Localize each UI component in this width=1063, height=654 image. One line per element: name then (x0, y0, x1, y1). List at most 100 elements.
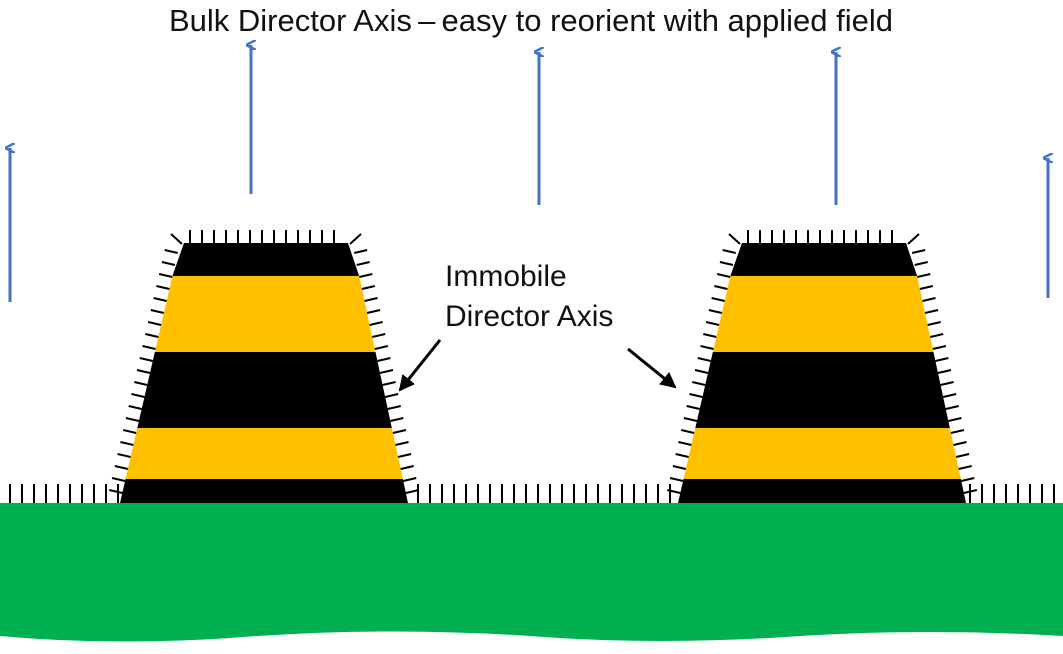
pillar-side-tick (156, 285, 170, 290)
pillar-side-tick (680, 429, 695, 434)
pillar-side-tick (667, 489, 681, 494)
pillar-side-tick (400, 465, 414, 470)
pillar-side-tick (940, 381, 954, 386)
pillar-side-tick (150, 309, 165, 314)
pillar-side-tick (937, 369, 952, 374)
pillar-side-tick (692, 381, 706, 386)
pillar-stripe-dark (120, 479, 408, 503)
pillar-side-tick (369, 321, 383, 326)
pillar-side-tick (122, 429, 137, 434)
annotation-line-immobile: Immobile (445, 260, 567, 293)
pillar-side-tick (382, 381, 396, 386)
pillar-side-tick (911, 249, 926, 254)
pillar-side-tick (131, 393, 145, 398)
pillar-side-tick (120, 441, 134, 446)
pillar-side-tick (722, 249, 736, 254)
pillar-side-tick (919, 285, 934, 290)
pillar-corner-tick (907, 233, 920, 245)
pillar-side-tick (125, 417, 140, 422)
pillar-side-tick (139, 357, 153, 362)
pillar-side-tick (703, 333, 717, 338)
pillar-stripe-dark (695, 352, 950, 428)
pillar-left (109, 230, 420, 503)
pillar-stripe-light (683, 428, 961, 479)
pillar-side-tick (708, 309, 723, 314)
pillar-side-tick (932, 345, 947, 350)
pillar-side-tick (945, 405, 959, 410)
pillar-side-tick (356, 261, 370, 266)
field-arrows (10, 45, 1048, 302)
pillar-side-tick (917, 273, 931, 278)
pillar-side-tick (961, 477, 975, 482)
pillar-side-tick (158, 273, 173, 278)
pillar-side-tick (930, 333, 944, 338)
pillar-side-tick (914, 261, 928, 266)
pillar-side-tick (111, 477, 126, 482)
pillar-side-tick (922, 297, 936, 302)
pillar-side-tick (114, 465, 129, 470)
pillar-side-tick (384, 393, 399, 398)
pillar-right (667, 230, 978, 503)
pointer-arrow-left (398, 339, 442, 392)
pillar-side-tick (714, 285, 728, 290)
pillar-side-tick (694, 369, 709, 374)
pillar-stripe-light (154, 276, 376, 352)
pillar-stripe-dark (137, 352, 392, 428)
pillar-side-tick (387, 405, 401, 410)
pillar-stripe-light (712, 276, 934, 352)
pillar-side-tick (675, 453, 689, 458)
pillar-side-tick (678, 441, 692, 446)
pointer-arrow-right (627, 347, 677, 389)
pillar-side-tick (164, 249, 178, 254)
pillar-side-tick (117, 453, 131, 458)
pillar-side-tick (719, 261, 734, 266)
pillar-side-tick (109, 489, 123, 494)
pillar-side-tick (669, 477, 684, 482)
pillar-side-tick (924, 309, 939, 314)
pillar-side-tick (128, 405, 142, 410)
substrate (0, 503, 1063, 642)
pillar-side-tick (948, 417, 962, 422)
annotation-line-director-axis: Director Axis (445, 300, 613, 333)
pillar-side-tick (366, 309, 381, 314)
pillar-side-tick (958, 465, 972, 470)
pillar-side-tick (955, 453, 970, 458)
pillar-side-tick (403, 477, 417, 482)
pillar-side-tick (700, 345, 714, 350)
substrate-anchoring-ticks (9, 484, 1055, 503)
pillar-side-tick (379, 369, 394, 374)
pillar-side-tick (716, 273, 731, 278)
pillar-stripe-dark (678, 479, 966, 503)
pillar-stripe-light (125, 428, 403, 479)
pillar-side-tick (134, 381, 148, 386)
pillar-side-tick (377, 357, 391, 362)
pillar-side-tick (672, 465, 687, 470)
pillar-side-tick (392, 429, 407, 434)
pillar-side-tick (361, 285, 376, 290)
pillar-side-tick (374, 345, 389, 350)
pillar-side-tick (935, 357, 949, 362)
pillar-corner-tick (170, 233, 183, 245)
pillar-side-tick (359, 273, 373, 278)
pillar-side-tick (705, 321, 720, 326)
pillar-side-tick (405, 489, 420, 494)
diagram-title: Bulk Director Axis – easy to reorient wi… (169, 3, 893, 38)
pillar-side-tick (942, 393, 957, 398)
pillar-side-tick (364, 297, 378, 302)
pillar-stripe-dark (730, 243, 918, 276)
pillar-corner-tick (349, 233, 362, 245)
pillar-side-tick (397, 453, 412, 458)
pillar-side-tick (147, 321, 162, 326)
pillar-side-tick (683, 417, 698, 422)
pillar-stripe-dark (172, 243, 360, 276)
pillar-side-tick (686, 405, 700, 410)
pillar-side-tick (953, 441, 967, 446)
pillar-side-tick (372, 333, 386, 338)
pillar-side-tick (142, 345, 156, 350)
pillar-side-tick (689, 393, 703, 398)
pillar-side-tick (697, 357, 711, 362)
pillar-side-tick (353, 249, 368, 254)
pillar-side-tick (963, 489, 978, 494)
pillar-side-tick (145, 333, 159, 338)
